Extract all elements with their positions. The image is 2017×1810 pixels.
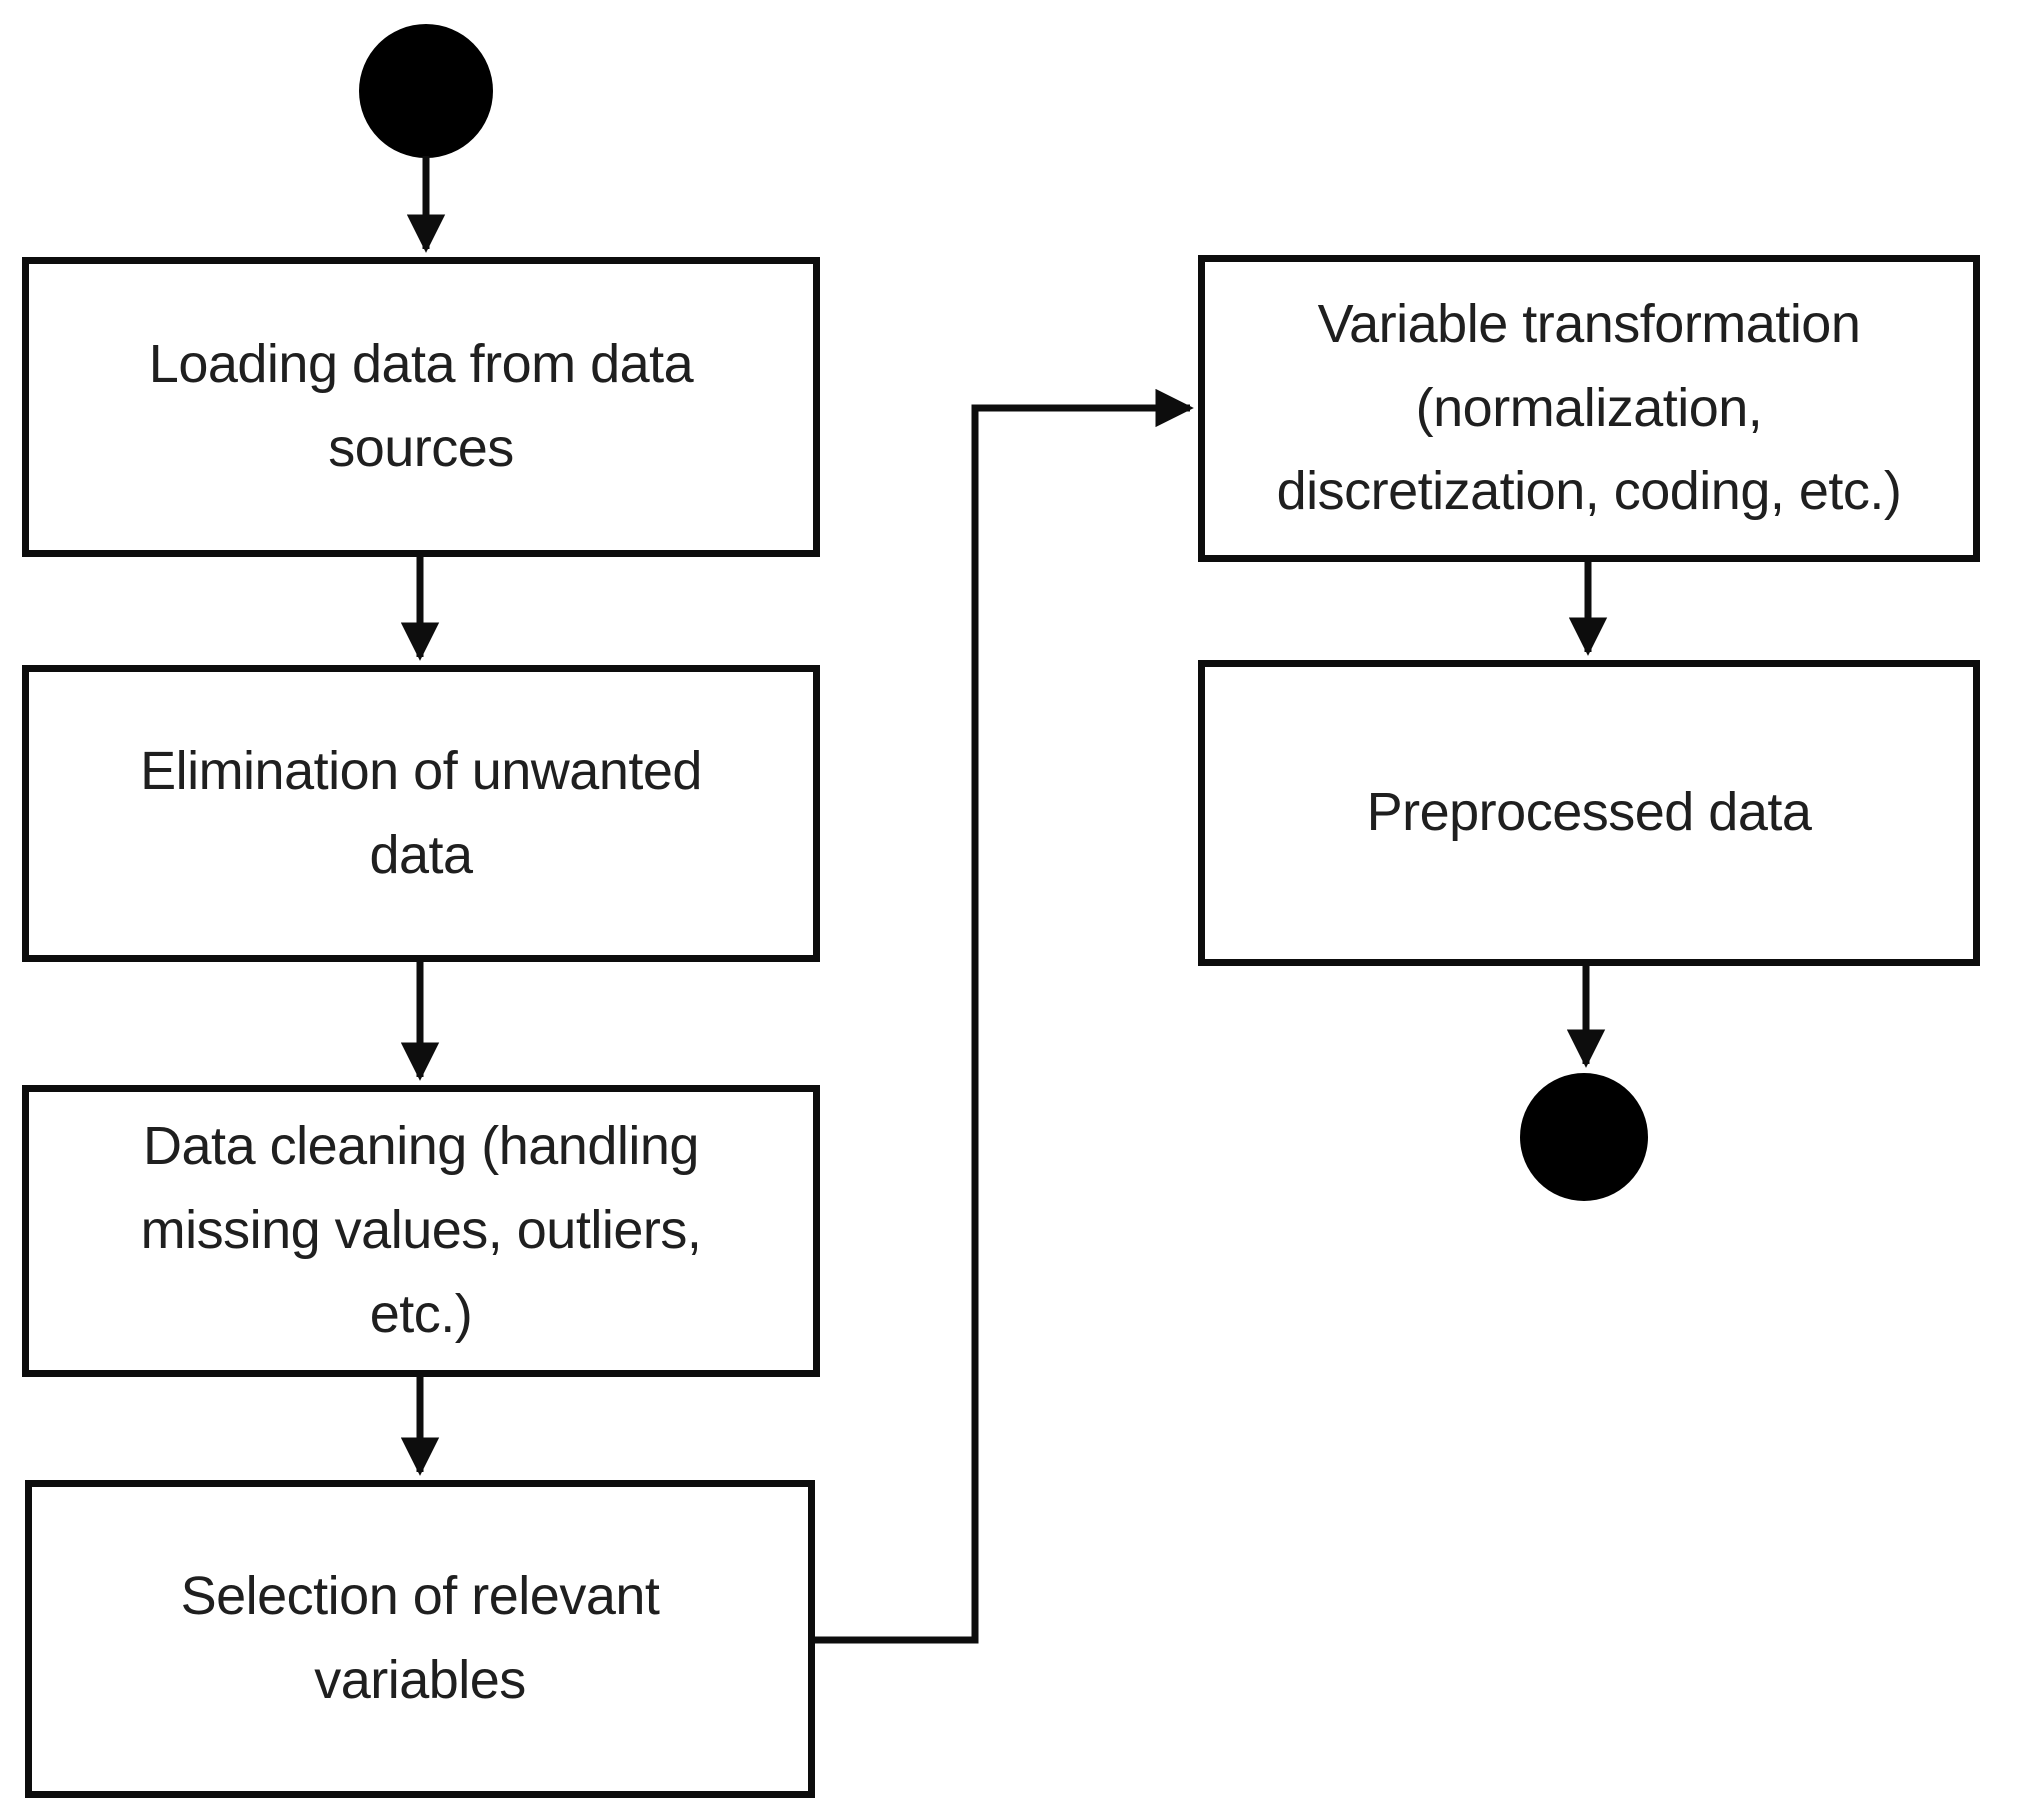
flow-box-variable-transformation: Variable transformation (normalization, … (1198, 255, 1980, 562)
flow-box-preprocessed-data: Preprocessed data (1198, 660, 1980, 966)
flow-box-selection-of-variables: Selection of relevant variables (25, 1480, 815, 1798)
connector-selection-to-transformation (815, 388, 1194, 1644)
flow-box-loading-data: Loading data from data sources (22, 257, 820, 557)
flow-box-elimination-unwanted-data: Elimination of unwanted data (22, 665, 820, 962)
start-node-icon (359, 24, 493, 158)
flow-box-data-cleaning: Data cleaning (handling missing values, … (22, 1085, 820, 1377)
end-node-icon (1520, 1073, 1648, 1201)
